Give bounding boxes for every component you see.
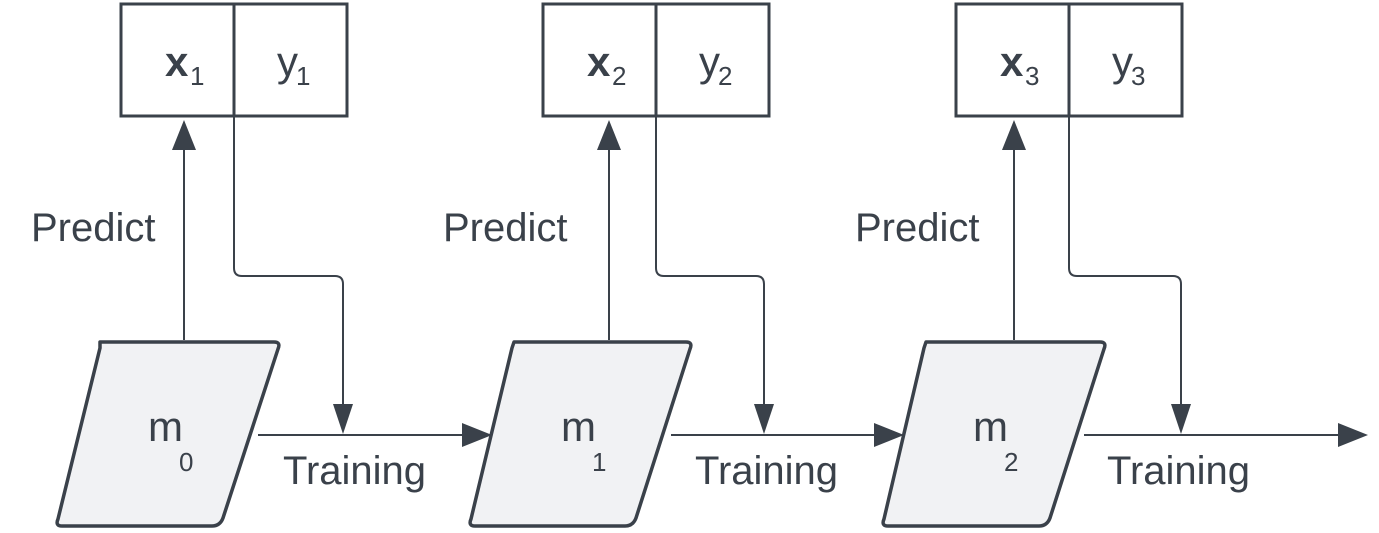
x2-subscript: 2 [612,61,626,91]
y3-cell [1067,2,1184,118]
model-m1-label: m [561,403,596,450]
model-m1-subscript: 1 [592,447,606,477]
label-connector-2 [655,116,765,404]
label-arrowhead-3 [1171,404,1191,434]
training-label-2: Training [695,449,838,493]
training-arrowhead-3 [1338,423,1368,447]
y1-subscript: 1 [296,61,310,91]
model-m2-subscript: 2 [1004,447,1018,477]
model-m1-shape [468,340,693,528]
predict-label-1: Predict [31,206,156,250]
label-connector-3 [1068,116,1182,404]
stage-2: x 2 y 2 m 1 Predict Training [443,2,904,528]
predict-arrowhead-1 [172,120,196,150]
model-m0-label: m [148,403,183,450]
model-m0-shape [55,340,281,528]
y3-label: y [1112,38,1133,85]
model-m2-shape [881,340,1107,528]
predict-label-3: Predict [855,206,980,250]
model-m2-label: m [973,403,1008,450]
stage-3: x 3 y 3 m 2 Predict Training [855,2,1368,528]
predict-label-2: Predict [443,206,568,250]
y3-subscript: 3 [1131,61,1145,91]
label-arrowhead-2 [754,404,774,434]
x1-subscript: 1 [190,61,204,91]
x3-subscript: 3 [1025,61,1039,91]
x3-cell [954,2,1071,118]
x1-cell [119,2,236,118]
label-arrowhead-1 [333,404,353,434]
training-label-1: Training [283,449,426,493]
x2-label: x [587,38,611,85]
y1-cell [232,2,349,118]
training-arrowhead-2 [874,423,904,447]
x2-cell [541,2,658,118]
x3-label: x [1000,38,1024,85]
predict-arrowhead-3 [1002,120,1026,150]
y2-subscript: 2 [718,61,732,91]
training-label-3: Training [1107,449,1250,493]
y1-label: y [277,38,298,85]
y2-label: y [699,38,720,85]
predict-arrowhead-2 [597,120,621,150]
training-arrowhead-1 [462,423,492,447]
label-connector-1 [233,116,344,404]
x1-label: x [165,38,189,85]
y2-cell [654,2,771,118]
model-m0-subscript: 0 [179,447,193,477]
stage-1: x 1 y 1 m 0 Predict Training [31,2,492,528]
